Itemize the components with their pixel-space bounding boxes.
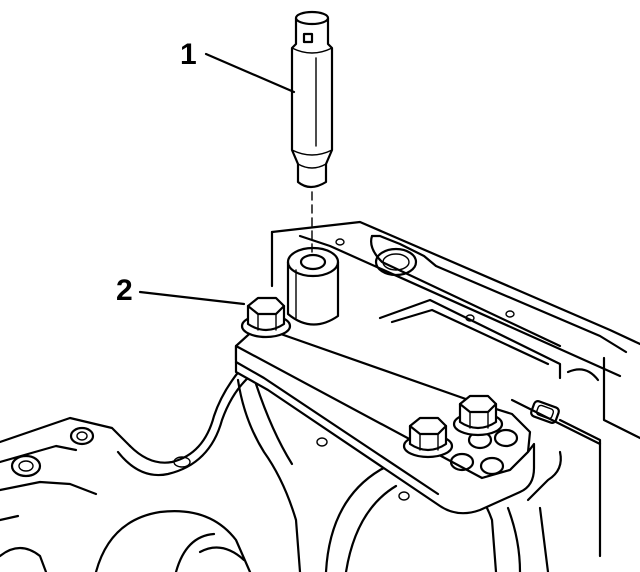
guide-bushing [286, 246, 340, 326]
bore-hole-icon [374, 247, 418, 277]
callout-number-2: 2 [116, 274, 133, 307]
engine-block [0, 220, 640, 572]
callout-2: 2 [116, 274, 246, 307]
installer-tool [290, 10, 334, 257]
callout-1: 1 [180, 38, 296, 94]
detent-hole-icon [302, 32, 314, 44]
bolt-right-upper [452, 394, 504, 437]
bolt-right-lower [402, 416, 454, 459]
tool-plate [234, 324, 536, 515]
callout-number-1: 1 [180, 38, 197, 71]
bolt-hole-icon [10, 454, 42, 478]
bolt-left [240, 296, 292, 339]
